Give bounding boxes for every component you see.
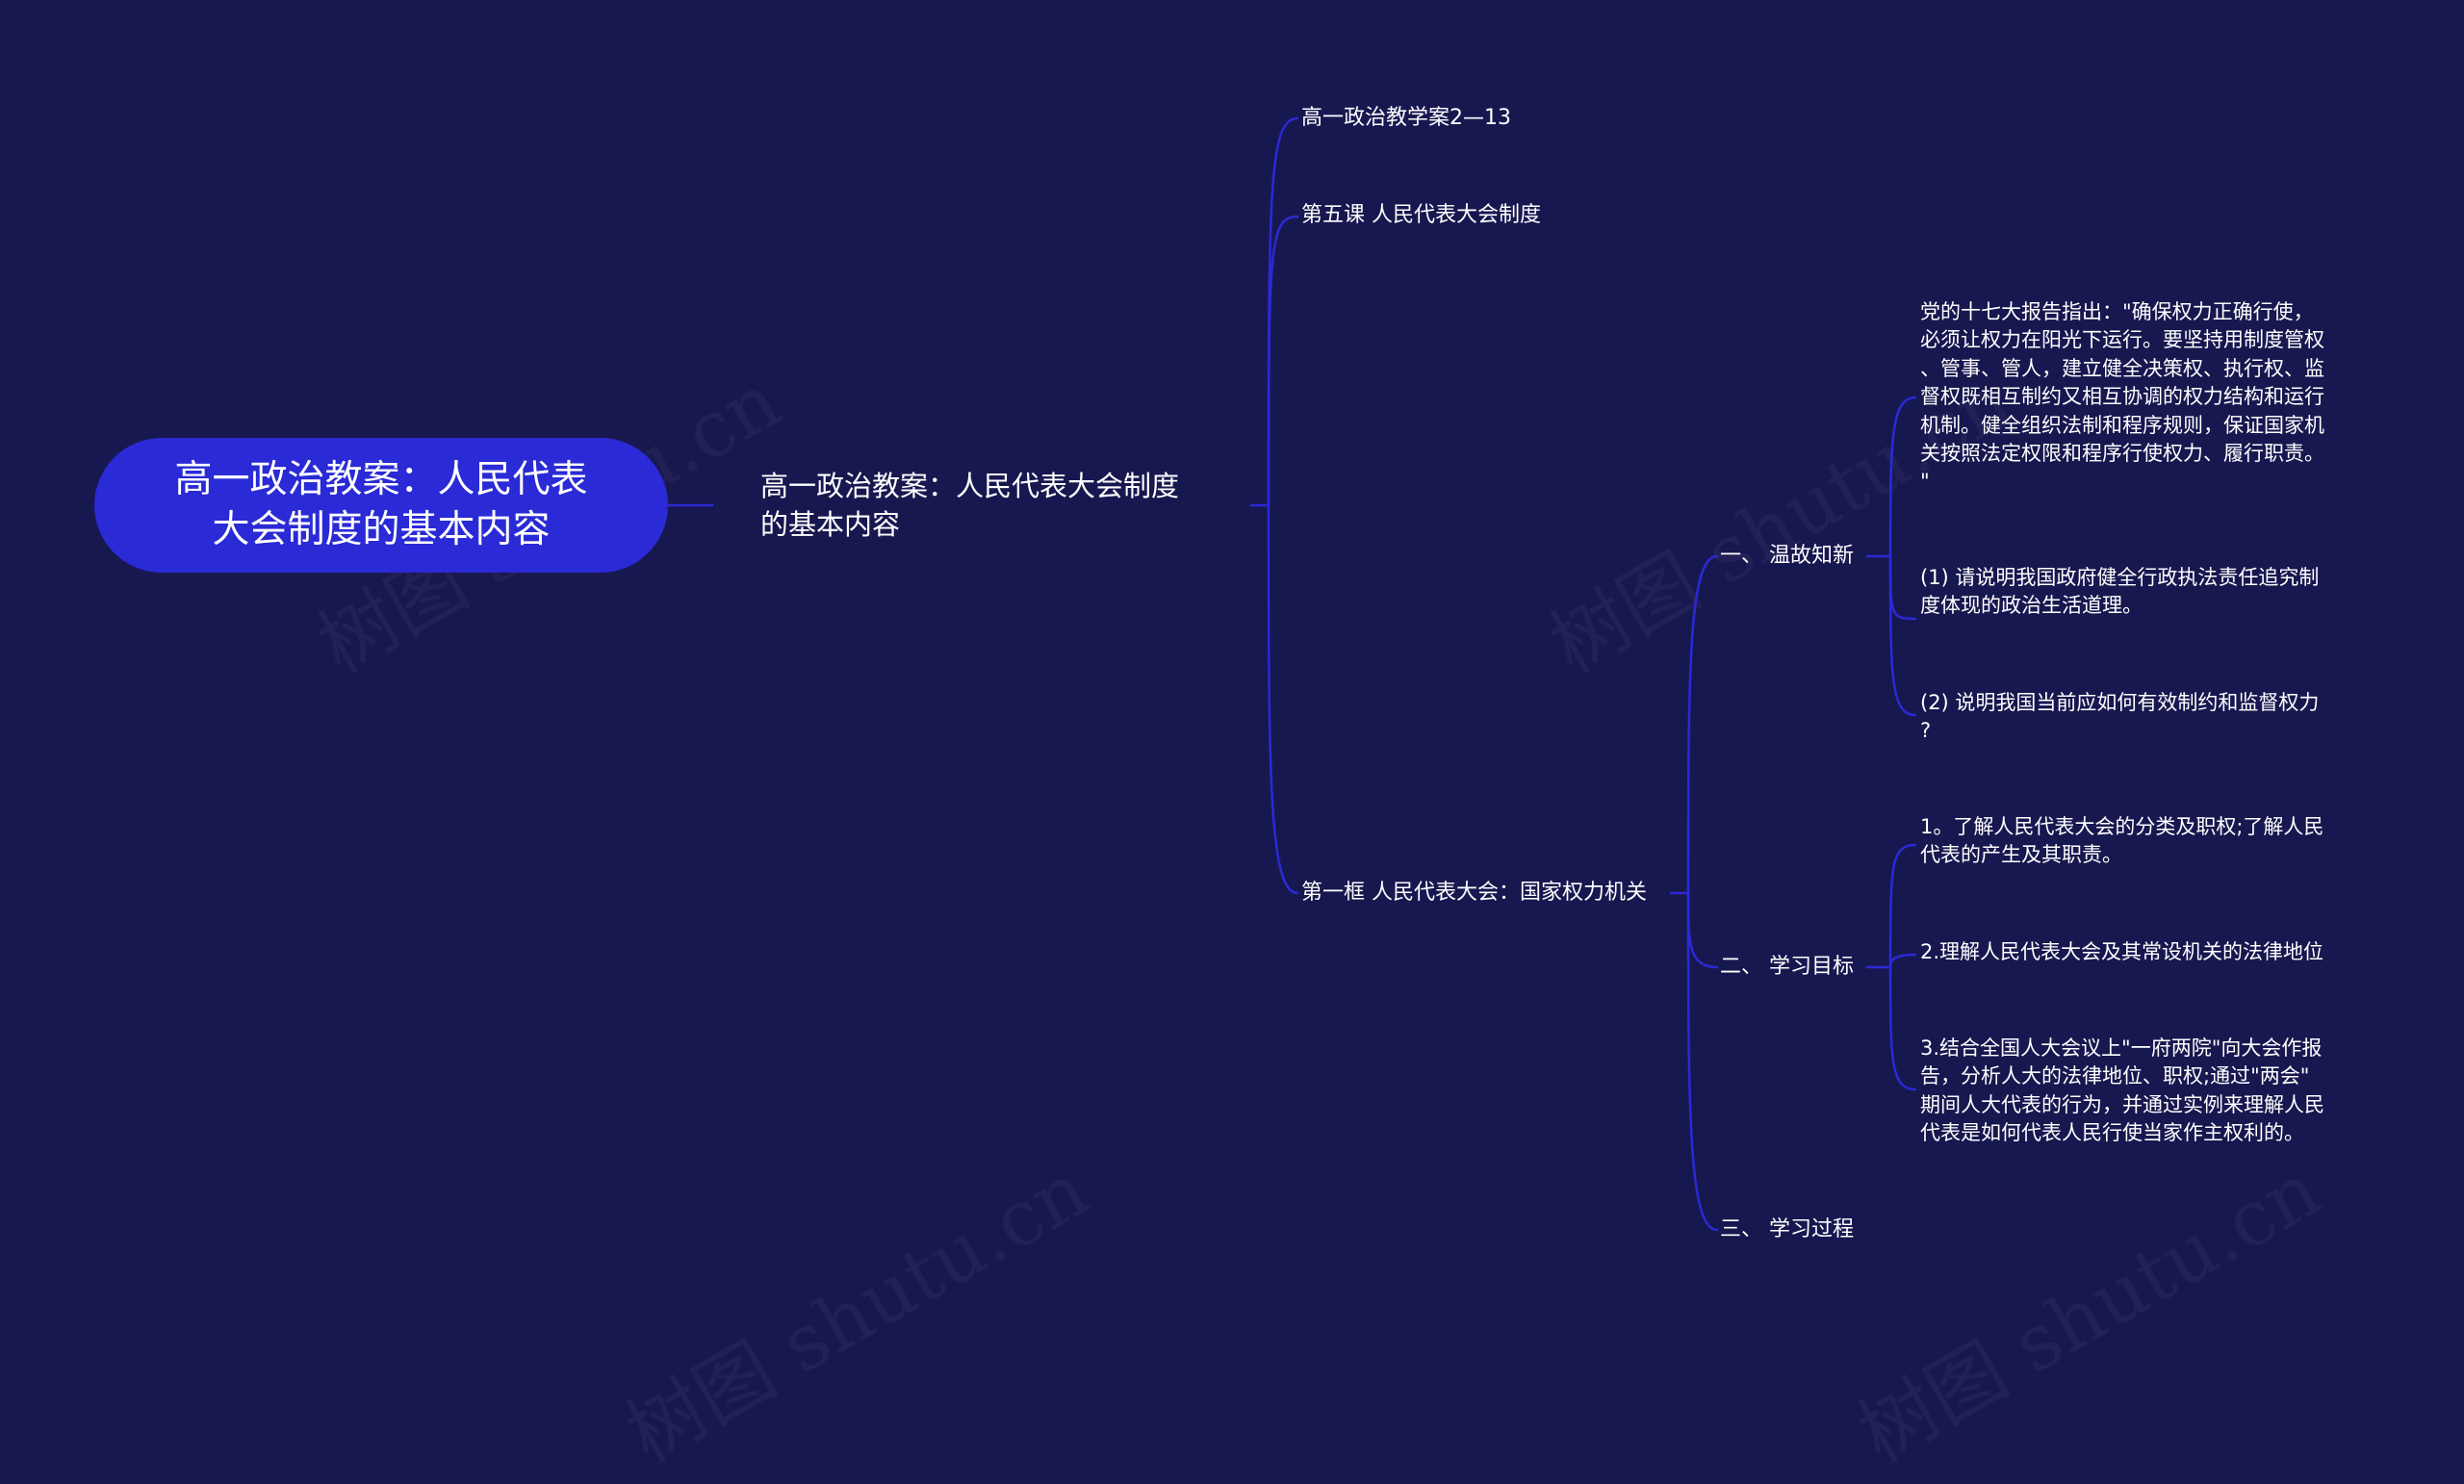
topic-review[interactable]: 一、 温故知新 [1720, 544, 1854, 568]
leaf-goal-3[interactable]: 3.结合全国人大会议上"一府两院"向大会作报 告，分析人大的法律地位、职权;通过… [1920, 1036, 2324, 1145]
connector-goals-leaf [1888, 965, 1917, 1091]
connector-level2-item [1267, 503, 1299, 895]
connector-review-leaf [1888, 396, 1917, 558]
leaf-goal-1[interactable]: 1。了解人民代表大会的分类及职权;了解人民 代表的产生及其职责。 [1920, 815, 2324, 867]
topic-lesson-five[interactable]: 第五课 人民代表大会制度 [1301, 203, 1541, 227]
topic-process[interactable]: 三、 学习过程 [1720, 1217, 1854, 1241]
root-label: 高一政治教案：人民代表 大会制度的基本内容 [174, 458, 588, 551]
connector-goals-leaf [1888, 843, 1917, 969]
connector-review-leaf [1888, 554, 1917, 717]
connector-level3-item [1686, 891, 1719, 969]
topic-main[interactable]: 高一政治教案：人民代表大会制度 的基本内容 [760, 470, 1180, 541]
mind-map-canvas: 树图 shutu.cn 树图 shutu.cn 树图 shutu.cn 树图 s… [94, 106, 2324, 1241]
connector-level3-item [1686, 891, 1719, 1232]
connector-level3-item [1686, 554, 1719, 895]
topic-section-one[interactable]: 第一框 人民代表大会：国家权力机关 [1301, 881, 1647, 905]
connector-lines [666, 116, 1917, 1232]
leaf-review-quote[interactable]: 党的十七大报告指出："确保权力正确行使， 必须让权力在阳光下运行。要坚持用制度管… [1920, 300, 2324, 494]
leaf-review-question-1[interactable]: (1) 请说明我国政府健全行政执法责任追究制 度体现的政治生活道理。 [1920, 566, 2320, 618]
leaf-goal-2[interactable]: 2.理解人民代表大会及其常设机关的法律地位 [1920, 940, 2324, 963]
root-node[interactable]: 高一政治教案：人民代表 大会制度的基本内容 [94, 438, 668, 573]
topic-lesson-plan[interactable]: 高一政治教学案2—13 [1301, 106, 1511, 130]
connector-goals-leaf [1888, 953, 1917, 969]
topic-goals[interactable]: 二、 学习目标 [1720, 955, 1854, 979]
leaf-review-question-2[interactable]: (2) 说明我国当前应如何有效制约和监督权力 ? [1920, 691, 2320, 743]
connector-level2-item [1267, 116, 1299, 507]
connector-level2-item [1267, 215, 1299, 507]
connector-review-leaf [1888, 554, 1917, 621]
